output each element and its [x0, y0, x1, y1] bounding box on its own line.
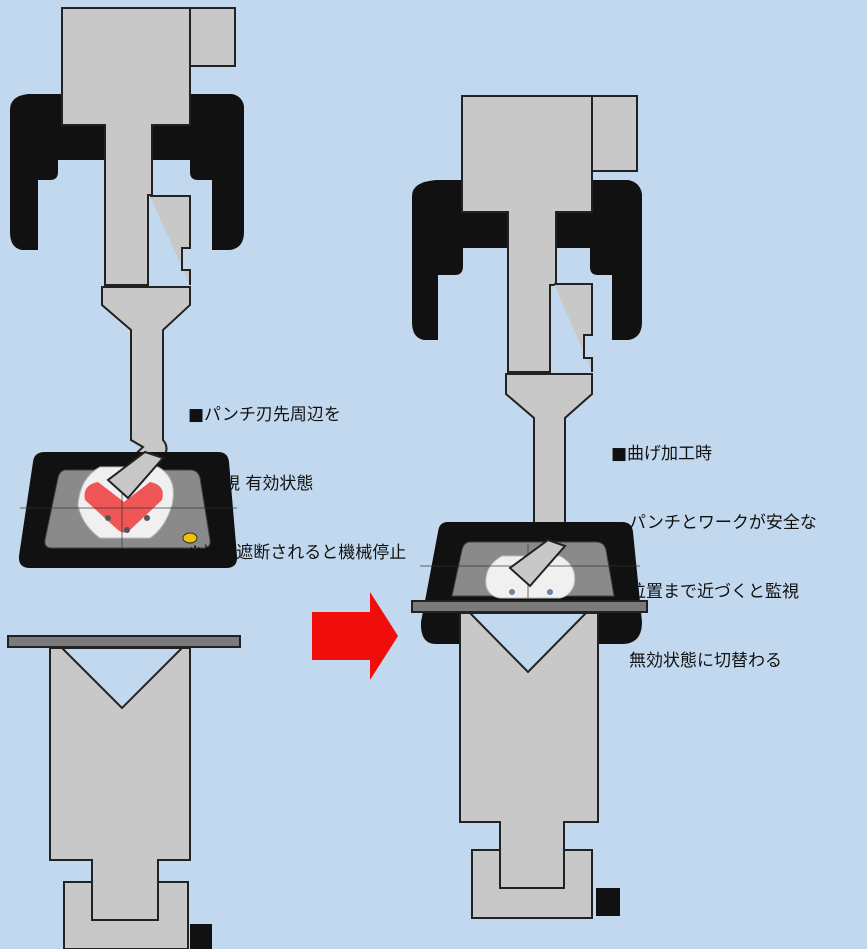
active-label-line-3: ※光が遮断されると機械停止: [188, 543, 407, 563]
right-die-clamp: [596, 888, 620, 916]
right-guard-clamp: [412, 180, 642, 340]
right-press-brake-assembly: [411, 95, 648, 919]
right-sensor-dot-1: [509, 589, 515, 595]
left-sensor-dot-1: [105, 515, 111, 521]
left-die-v-groove: [59, 647, 185, 710]
active-monitoring-label: ■パンチ刃先周辺を 監視 有効状態 ※光が遮断されると機械停止: [188, 358, 406, 588]
inactive-label-line-2: パンチとワークが安全な: [629, 513, 817, 533]
left-punch-tip: [106, 450, 165, 500]
inactive-label-line-1: ■曲げ加工時: [611, 444, 713, 464]
right-die-holder: [471, 849, 593, 919]
left-sensor-dot-3: [144, 515, 150, 521]
left-die-holder: [63, 881, 189, 949]
left-die-clamp: [190, 924, 212, 949]
left-status-indicator: [182, 532, 198, 544]
left-active-zone-red: [84, 482, 163, 533]
left-sheet-metal: [7, 635, 241, 648]
active-label-line-1: ■パンチ刃先周辺を: [188, 405, 341, 425]
ram-rear-block-right: [591, 95, 638, 172]
left-press-brake-assembly: [7, 7, 244, 949]
right-die-v-groove: [467, 612, 589, 674]
active-label-line-2: 監視 有効状態: [206, 474, 314, 494]
left-guard-clamp: [10, 94, 244, 250]
holder-slot-right: [554, 283, 593, 372]
inactive-label-line-4: 無効状態に切替わる: [629, 651, 782, 671]
left-punch: [101, 286, 191, 500]
right-punch-tip: [508, 538, 567, 588]
right-sensor-dot-2: [547, 589, 553, 595]
ram-rear-block: [189, 7, 236, 67]
inactive-label-line-3: 位置まで近づくと監視: [629, 582, 799, 602]
upper-punch-holder-right: [461, 95, 593, 373]
inactive-monitoring-label: ■曲げ加工時 パンチとワークが安全な 位置まで近づくと監視 無効状態に切替わる: [611, 397, 817, 696]
upper-punch-holder: [61, 7, 191, 286]
right-arrow-icon: [312, 592, 398, 680]
holder-slot: [150, 195, 191, 285]
left-sensor-dot-2: [124, 527, 130, 533]
